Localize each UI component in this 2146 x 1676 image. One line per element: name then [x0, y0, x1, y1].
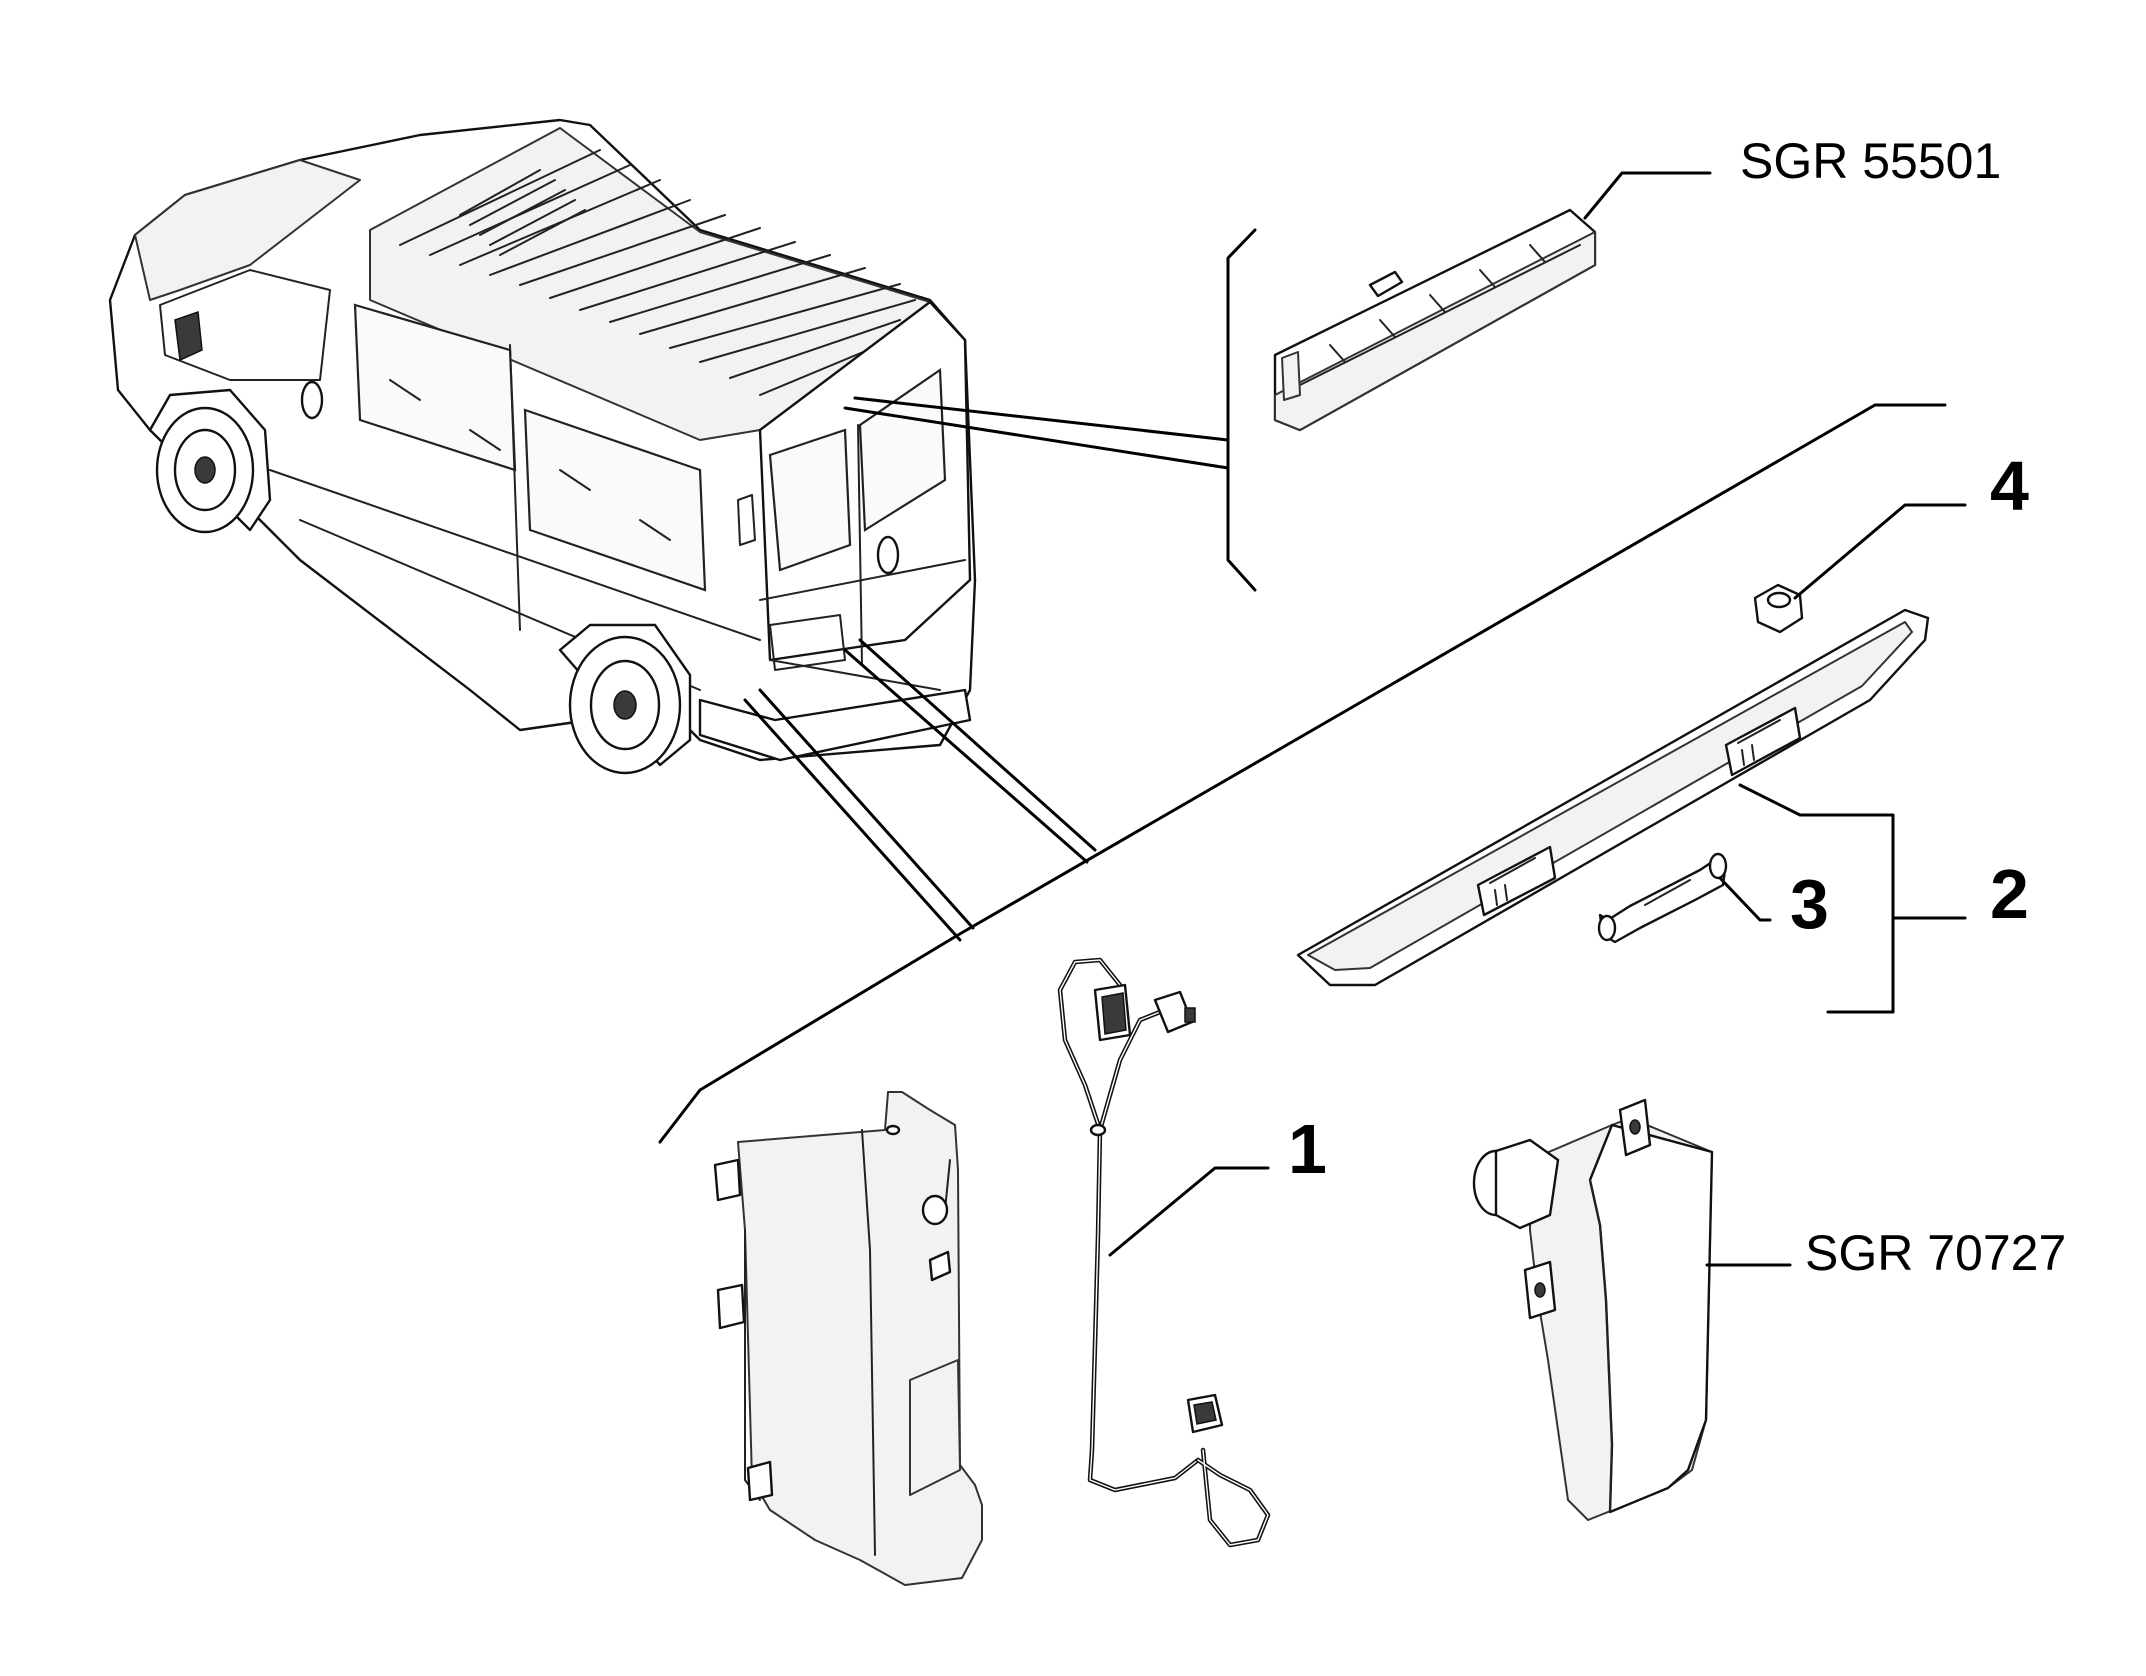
label-part-4: 4: [1990, 447, 2029, 525]
van-illustration: [108, 118, 977, 775]
label-high-brake-light: SGR 55501: [1740, 133, 2001, 189]
label-part-1: 1: [1288, 1110, 1327, 1188]
label-tail-lamp: SGR 70727: [1805, 1225, 2066, 1281]
wiring-harness: [1057, 957, 1271, 1548]
leader-high-brake-light: [1583, 171, 1712, 220]
label-part-3: 3: [1790, 865, 1829, 943]
bulb-part: [1597, 852, 1728, 944]
section-divider-line: [658, 403, 1947, 1144]
nut-part: [1753, 583, 1804, 634]
leader-part-2: [1738, 783, 1895, 1014]
leader-part-3: [1718, 876, 1772, 922]
tail-lamp-left: [713, 1091, 983, 1586]
rear-wheel: [558, 623, 692, 775]
label-part-2: 2: [1990, 855, 2029, 933]
plate-light-strip: [1296, 608, 1930, 987]
leader-part-1: [1108, 1166, 1270, 1257]
tail-lamp-right: [1472, 1098, 1714, 1521]
high-brake-light: [1273, 208, 1597, 432]
leader-lines-van: [743, 228, 1257, 942]
front-wheel: [148, 388, 272, 534]
leader-part-4: [1793, 503, 1967, 600]
